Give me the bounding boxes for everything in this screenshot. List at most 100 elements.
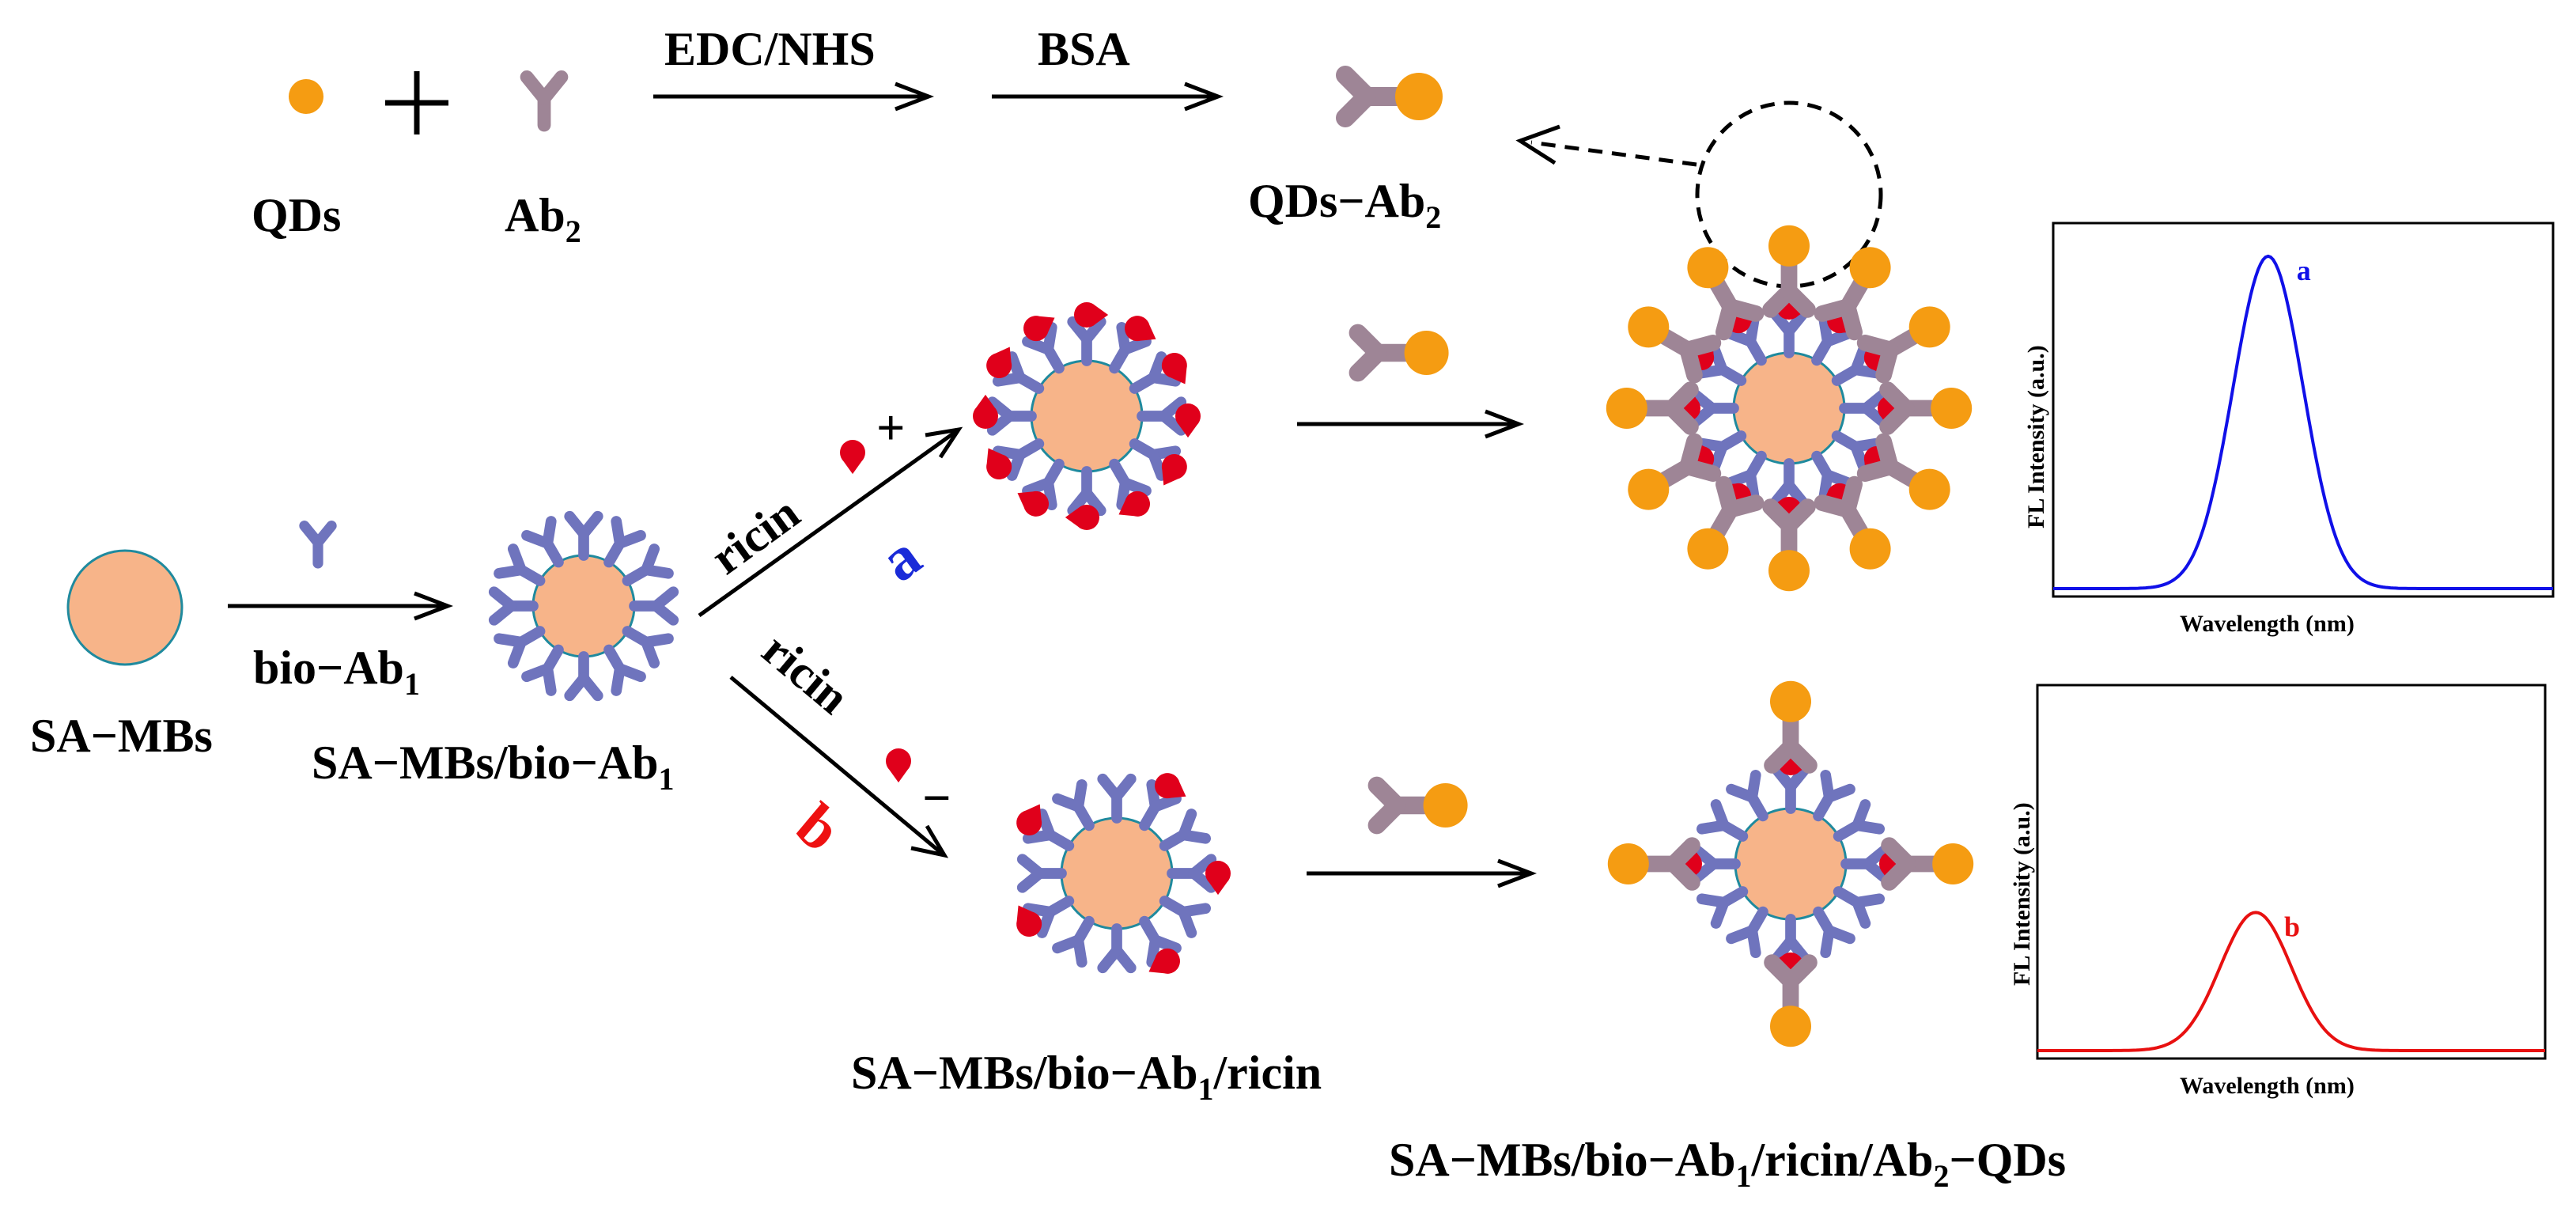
sa-mbs-bead <box>66 549 183 666</box>
ricin-drop-icon <box>1161 454 1187 486</box>
ricin-drop-icon <box>1016 905 1042 937</box>
qds-ab2-conjugate-icon <box>1628 433 1722 510</box>
bio-ab1-antibody-icon <box>622 544 674 586</box>
bio-ab1-antibody-icon <box>1022 458 1065 511</box>
qd-dot <box>1628 468 1670 510</box>
ricin-drop-icon <box>986 347 1012 378</box>
ricin-drop-icon <box>973 394 998 429</box>
qds-ab2-conjugate-icon <box>1881 837 1974 891</box>
spectrum-b-xlabel: Wavelength (nm) <box>2180 1073 2355 1099</box>
bio-ab1-antibody-icon <box>1811 313 1854 366</box>
arrow-route-a <box>698 426 963 618</box>
bio-ab1-antibody-icon <box>986 396 1037 436</box>
bio-ab1-antibody-icon <box>521 644 564 696</box>
arrow-bio-ab1 <box>228 591 454 621</box>
ricin-drop-icon <box>1017 490 1049 517</box>
bio-ab1-antibody-icon <box>992 438 1045 481</box>
qds-ab2-conjugate-icon <box>1856 433 1950 510</box>
bio-ab1-antibody-icon <box>1694 343 1747 386</box>
magnetic-bead <box>1732 351 1846 465</box>
bio-ab1-antibody-icon <box>1813 906 1855 959</box>
ricin-drop-icon <box>1118 490 1150 517</box>
ab2-antibody-icon <box>520 70 569 132</box>
bio-ab1-antibody-icon <box>494 626 546 668</box>
bio-ab1-antibody-icon <box>1022 809 1075 851</box>
qd-dot <box>1932 843 1974 884</box>
ricin-drop-icon <box>886 748 911 783</box>
bio-ab1-antibody-icon <box>1129 438 1182 481</box>
qds-ab2-label: QDs−Ab2 <box>1248 175 1441 235</box>
bio-ab1-antibody-icon <box>1109 458 1152 511</box>
bio-ab1-antibody-icon <box>1769 308 1809 358</box>
bio-ab1-antibody-icon <box>1097 773 1137 824</box>
arrow-edc <box>653 81 935 112</box>
sa-mbs-bio-ab1-complex <box>488 510 679 702</box>
bio-ab1-antibody-icon <box>564 510 603 561</box>
bio-ab1-antibody-icon <box>1022 321 1065 374</box>
ricin-drop-icon <box>840 440 865 475</box>
qds-ab2-conjugate-icon <box>1764 954 1818 1047</box>
bio-ab1-antibody-icon <box>1696 886 1749 929</box>
ricin-drop-icon <box>1125 316 1156 342</box>
bio-ab1-antibody-icon <box>1689 388 1739 428</box>
bio-ab1-antibody-icon <box>1833 799 1886 842</box>
ricin-drop-icon <box>1074 302 1109 328</box>
bio-ab1-antibody-icon <box>1771 763 1810 814</box>
bio-ab1-antibody-icon <box>603 644 646 696</box>
bio-ab1-antibody-icon <box>521 516 564 568</box>
complex-b-with-ricin <box>1016 773 1231 974</box>
plus-sign <box>385 71 448 134</box>
qds-ab2-conjugate-icon <box>1856 306 1950 384</box>
ricin-drop-icon <box>886 748 911 783</box>
qds-ab2-conjugate-icon <box>1879 381 1973 435</box>
route-a-label: a <box>868 521 933 594</box>
ricin-drop-icon <box>840 440 865 475</box>
qds-ab2-conjugate-icon <box>1762 498 1816 592</box>
edc-nhs-label: EDC/NHS <box>664 23 876 75</box>
spectrum-panel-a: a FL Intensity (a.u.) Wavelength (nm) <box>2023 222 2555 637</box>
arrow-bsa <box>992 81 1224 112</box>
qd-dot <box>1687 528 1729 570</box>
qds-ab2-conjugate-icon <box>1607 837 1700 891</box>
bio-ab1-antibody-icon <box>1813 769 1855 822</box>
qds-ab2-conjugate-icon <box>1336 66 1443 127</box>
bio-ab1-antibody-icon <box>1159 896 1212 938</box>
bio-ab1-antibody-icon <box>1831 430 1884 473</box>
magnetic-bead <box>1030 359 1144 473</box>
bio-ab1-antibody-icon <box>1769 458 1809 509</box>
magnetic-bead <box>531 554 636 658</box>
bio-ab1-antibody-icon <box>1052 778 1095 831</box>
route-b-label: b <box>784 790 854 865</box>
spectrum-curve-b <box>2037 911 2545 1052</box>
bio-ab1-antibody-icon <box>1067 316 1106 366</box>
bio-ab1-antibody-icon <box>1696 799 1749 842</box>
ricin-drop-icon <box>1175 403 1201 438</box>
bio-ab1-antibody-icon <box>603 516 646 568</box>
plus-label-route-a: + <box>876 400 905 456</box>
qds-ab2-conjugate-icon <box>1336 66 1443 127</box>
bio-ab1-antibody-icon <box>1690 844 1741 884</box>
bio-ab1-antibody-icon <box>1833 886 1886 929</box>
arrow-route-b <box>729 676 949 858</box>
qds-ab2-conjugate-icon <box>1814 475 1891 570</box>
bio-ab1-antibody-icon <box>1129 351 1182 394</box>
bio-ab1-antibody-icon <box>299 521 337 569</box>
qd-dot <box>1849 247 1891 289</box>
qds-ab2-conjugate-icon <box>1349 324 1449 382</box>
complex-a-with-ricin <box>973 302 1201 530</box>
qds-ab2-conjugate-icon <box>1367 776 1468 835</box>
ricin-drop-icon <box>1205 861 1231 896</box>
spectrum-b-ylabel: FL Intensity (a.u.) <box>2009 802 2035 986</box>
qds-ab2-conjugate-icon <box>1764 680 1818 774</box>
magnetic-bead <box>1060 816 1174 930</box>
sa-mbs-bio-ab1-label: SA−MBs/bio−Ab1 <box>312 737 675 797</box>
bio-ab1-antibody-icon <box>629 586 679 626</box>
spectrum-a-xlabel: Wavelength (nm) <box>2180 611 2355 637</box>
qd-dot <box>1770 680 1811 722</box>
bio-ab1-antibody-icon <box>488 586 539 626</box>
ricin-drop-icon <box>1148 948 1180 974</box>
qds-ab2-conjugate-icon <box>1628 306 1722 384</box>
bio-ab1-antibody-icon <box>1840 844 1891 884</box>
